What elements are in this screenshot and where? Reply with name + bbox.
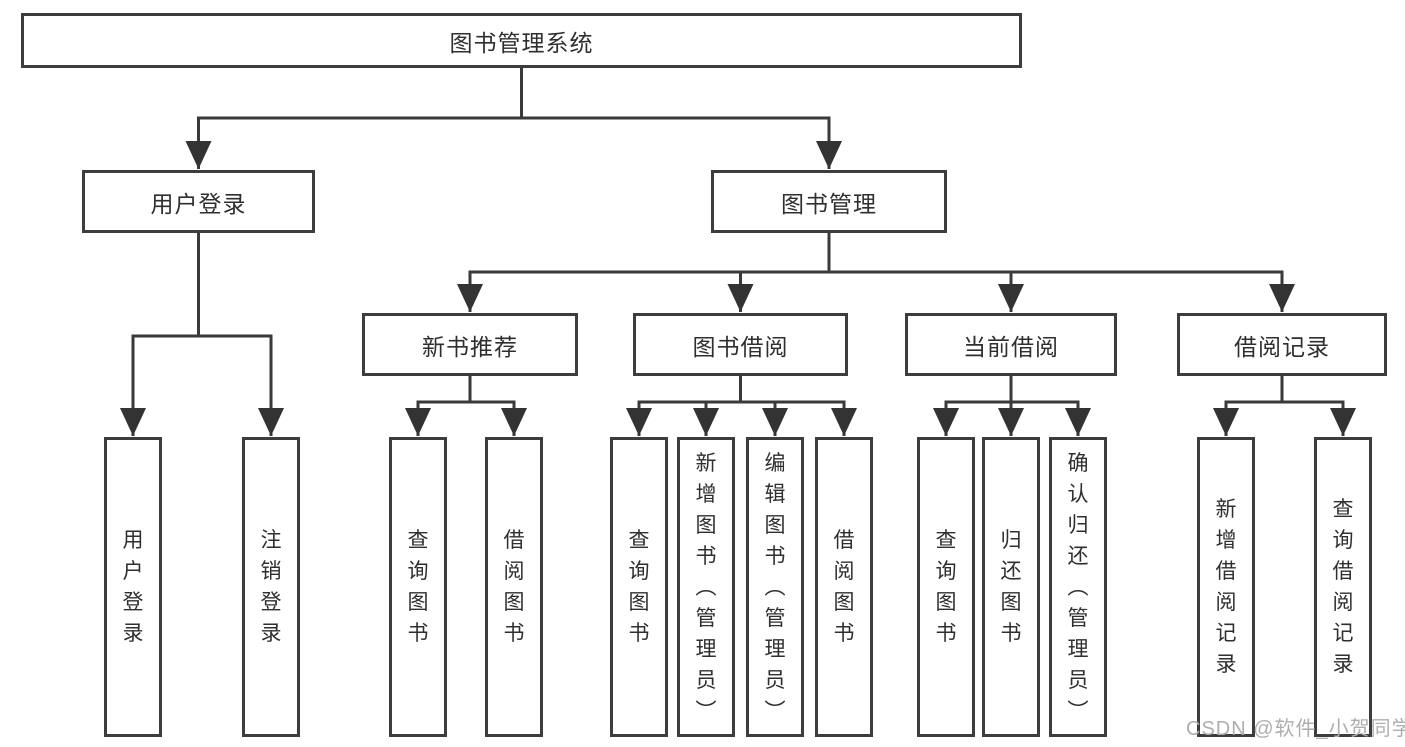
leaf-user-login: 用户登录: [104, 437, 162, 737]
node-new-book-recommend: 新书推荐: [362, 313, 578, 376]
node-root-system: 图书管理系统: [21, 13, 1022, 68]
leaf-borrow-books: 借阅图书: [815, 437, 873, 737]
leaf-logout: 注销登录: [242, 437, 300, 737]
leaf-add-books-admin: 新增图书︵管理员︶: [677, 437, 735, 737]
leaf-confirm-return-admin: 确认归还︵管理员︶: [1049, 437, 1107, 737]
leaf-borrow-books-recommend: 借阅图书: [485, 437, 543, 737]
node-book-borrow: 图书借阅: [633, 313, 848, 376]
leaf-return-books: 归还图书: [982, 437, 1040, 737]
node-user-login: 用户登录: [82, 170, 315, 233]
node-borrow-records: 借阅记录: [1177, 313, 1387, 376]
node-current-borrow: 当前借阅: [905, 313, 1117, 376]
leaf-query-books-current: 查询图书: [917, 437, 975, 737]
leaf-query-books-recommend: 查询图书: [389, 437, 447, 737]
leaf-query-borrow-record: 查询借阅记录: [1314, 437, 1372, 737]
leaf-add-borrow-record: 新增借阅记录: [1197, 437, 1255, 737]
leaf-query-books-borrow: 查询图书: [610, 437, 668, 737]
csdn-watermark: CSDN @软件_小贺同学: [1186, 718, 1405, 740]
node-book-management: 图书管理: [711, 170, 947, 233]
leaf-edit-books-admin: 编辑图书︵管理员︶: [746, 437, 804, 737]
